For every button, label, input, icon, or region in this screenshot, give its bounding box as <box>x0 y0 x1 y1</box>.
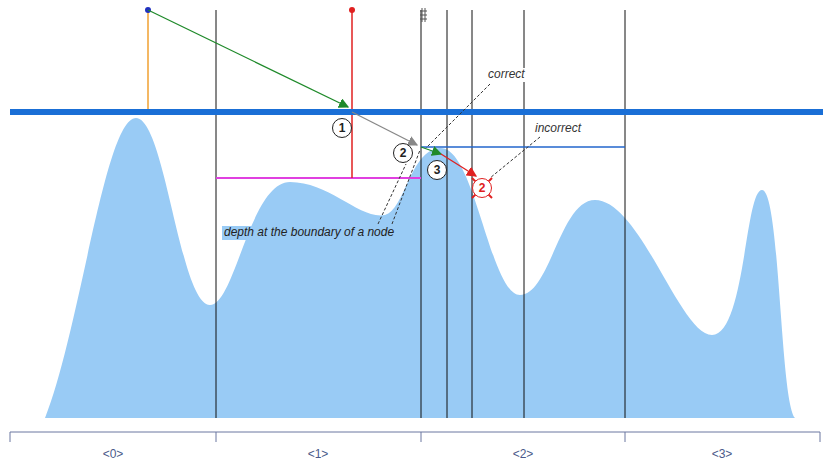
step-number: 2 <box>479 182 486 194</box>
cross-mark <box>472 178 492 198</box>
node-boundaries <box>216 10 625 418</box>
step-circle: 3 <box>427 160 447 180</box>
node-index: <2> <box>511 448 536 462</box>
ray-step <box>352 112 417 145</box>
node-index: <1> <box>306 448 331 462</box>
step-circle: 1 <box>332 118 352 138</box>
step-circle: 2 <box>393 143 413 163</box>
red-ray <box>351 10 353 178</box>
step-number: 2 <box>400 147 407 159</box>
step-circle: 2 <box>472 178 492 198</box>
ray-step <box>421 147 441 154</box>
max-height-line <box>216 177 421 179</box>
red-point <box>349 7 355 13</box>
level-line <box>10 109 823 115</box>
callout-text: correct <box>486 68 527 82</box>
orange-ray <box>147 10 149 110</box>
ray-step <box>148 10 348 107</box>
height-profile <box>45 118 795 418</box>
node-axis <box>10 432 820 442</box>
step-number: 1 <box>339 122 346 134</box>
node-depth-line <box>421 146 625 148</box>
node-index: <3> <box>710 448 735 462</box>
leader-line <box>378 84 540 224</box>
top-glyph <box>420 8 427 22</box>
callout-text: incorrect <box>533 122 583 136</box>
node-index: <0> <box>101 448 126 462</box>
callout-text: depth at the boundary of a node <box>222 226 396 240</box>
step-number: 3 <box>434 164 441 176</box>
